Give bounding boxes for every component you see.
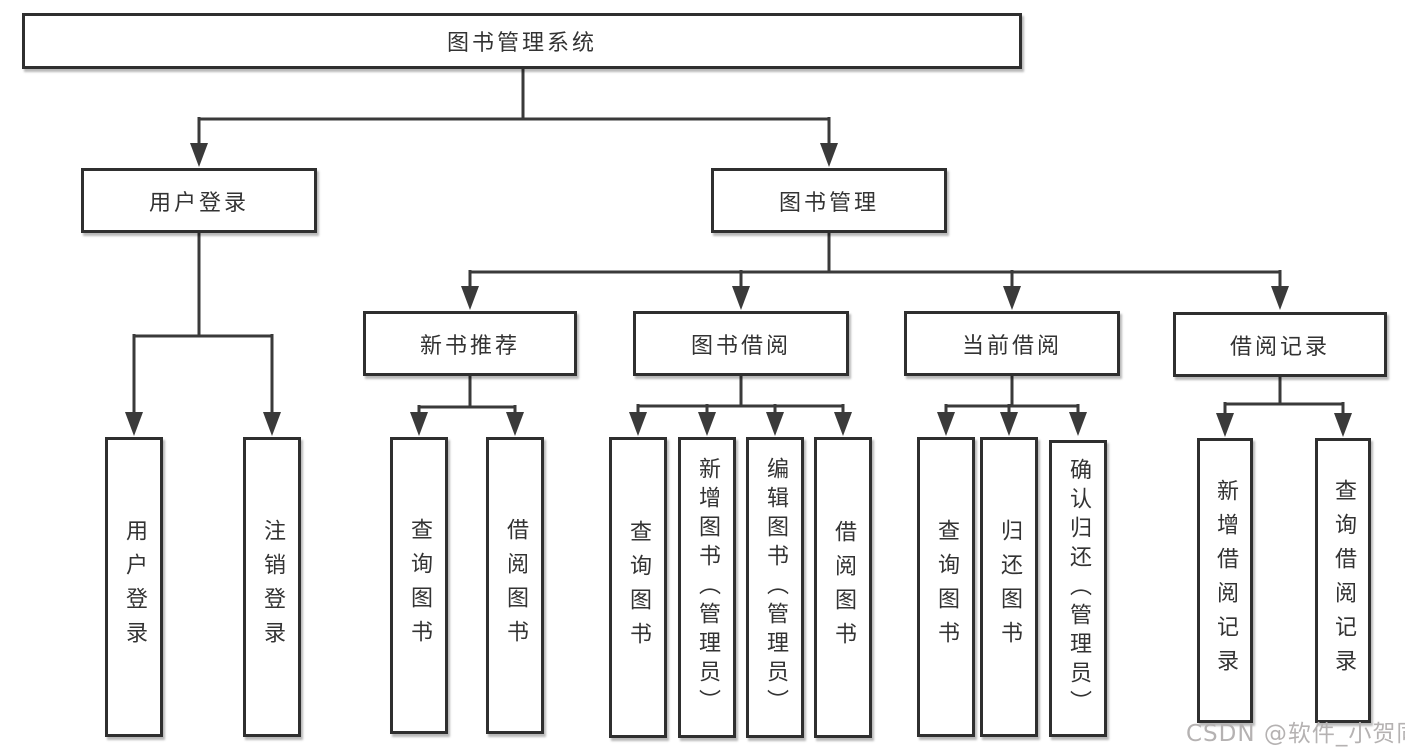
leaf-query-books: 查询图书	[390, 437, 448, 734]
leaf-label: 查询图书	[626, 519, 651, 656]
node-borrowing-records: 借阅记录	[1173, 312, 1387, 377]
leaf-label: 借阅图书	[831, 519, 856, 656]
node-label: 图书借阅	[690, 333, 791, 359]
leaf-query-books: 查询图书	[917, 437, 975, 737]
leaf-label: 用户登录	[122, 519, 147, 655]
connector-userlogin-to-leaves	[132, 233, 274, 417]
leaf-borrow-books: 借阅图书	[814, 437, 872, 738]
connector-root-to-level2	[197, 68, 831, 148]
node-current-borrowing: 当前借阅	[904, 311, 1120, 376]
leaf-add-borrow-record: 新增借阅记录	[1197, 438, 1253, 723]
leaf-confirm-return-admin: 确认归还（管理员）	[1049, 440, 1107, 737]
leaf-label: 归还图书	[997, 519, 1022, 655]
leaf-borrow-books: 借阅图书	[486, 437, 544, 734]
connector-newbook-to-leaves	[417, 376, 517, 417]
leaf-label: 查询图书	[407, 517, 432, 654]
leaf-label: 新增借阅记录	[1213, 478, 1238, 683]
leaf-return-books: 归还图书	[980, 437, 1038, 737]
node-book-borrowing: 图书借阅	[633, 311, 849, 376]
node-label: 借阅记录	[1229, 334, 1330, 360]
node-label: 图书管理系统	[446, 31, 597, 56]
leaf-label: 编辑图书（管理员）	[763, 457, 788, 718]
csdn-watermark: CSDN @软件_小贺同学	[1186, 721, 1405, 747]
arrowhead-icons	[125, 143, 1352, 437]
node-user-login: 用户登录	[81, 168, 317, 233]
leaf-label: 注销登录	[260, 519, 285, 655]
connector-bookborrow-to-leaves	[636, 376, 845, 417]
leaf-add-books-admin: 新增图书（管理员）	[678, 437, 736, 738]
node-label: 图书管理	[778, 190, 879, 216]
leaf-user-login: 用户登录	[105, 437, 163, 737]
connector-bookmgmt-to-level3	[468, 233, 1282, 291]
leaf-query-books: 查询图书	[609, 437, 667, 738]
node-book-management: 图书管理	[711, 168, 947, 233]
leaf-label: 查询借阅记录	[1331, 478, 1356, 683]
leaf-label: 借阅图书	[503, 517, 528, 654]
connector-borrowrecord-to-leaves	[1223, 376, 1345, 418]
leaf-logout: 注销登录	[243, 437, 301, 737]
connector-currentborrow-to-leaves	[944, 376, 1080, 417]
leaf-label: 新增图书（管理员）	[695, 457, 720, 718]
node-root-system: 图书管理系统	[22, 13, 1022, 69]
node-new-book-recommend: 新书推荐	[363, 311, 577, 376]
node-label: 新书推荐	[419, 333, 520, 359]
node-label: 当前借阅	[961, 333, 1062, 359]
leaf-query-borrow-record: 查询借阅记录	[1315, 438, 1371, 723]
node-label: 用户登录	[148, 190, 249, 216]
leaf-label: 确认归还（管理员）	[1066, 458, 1091, 719]
leaf-edit-books-admin: 编辑图书（管理员）	[746, 437, 804, 738]
leaf-label: 查询图书	[934, 519, 959, 655]
